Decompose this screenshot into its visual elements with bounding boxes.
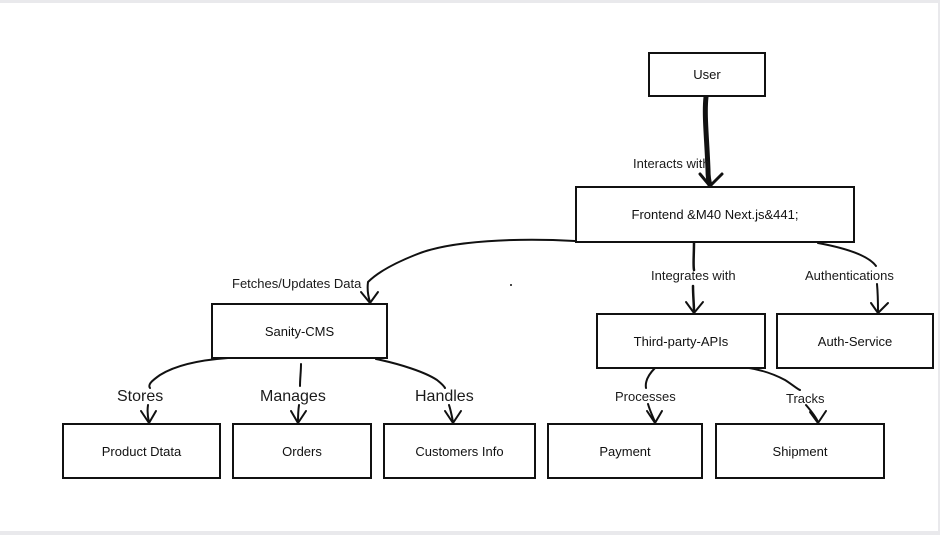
node-shipment: Shipment: [715, 423, 885, 479]
edge-sanity-customers: [375, 358, 454, 423]
arrowhead-thirdparty-payment: [646, 410, 663, 424]
node-frontend: Frontend &M40 Next.js&441;: [575, 186, 855, 243]
stray-dot: [510, 284, 512, 286]
node-auth-service: Auth-Service: [776, 313, 934, 369]
arrowhead-frontend-auth: [870, 302, 889, 314]
node-customers-info-label: Customers Info: [415, 443, 504, 459]
node-payment-label: Payment: [599, 443, 651, 459]
edge-label-authentications: Authentications: [805, 268, 894, 283]
edge-frontend-thirdparty: [691, 240, 696, 314]
edge-label-processes: Processes: [615, 389, 676, 404]
node-orders: Orders: [232, 423, 372, 479]
node-product-data-label: Product Dtata: [101, 443, 182, 459]
edge-user-frontend: [702, 94, 713, 188]
node-shipment-label: Shipment: [772, 443, 828, 459]
node-third-party-apis-label: Third-party-APIs: [633, 333, 729, 349]
node-payment: Payment: [547, 423, 703, 479]
node-user-label: User: [693, 67, 721, 82]
edge-frontend-sanity: [366, 238, 576, 303]
node-frontend-label: Frontend &M40 Next.js&441;: [631, 207, 799, 222]
node-sanity-cms-label: Sanity-CMS: [264, 323, 335, 339]
node-orders-label: Orders: [282, 443, 322, 459]
node-third-party-apis: Third-party-APIs: [596, 313, 766, 369]
edge-label-tracks: Tracks: [786, 391, 825, 406]
edge-sanity-orders: [297, 363, 302, 423]
node-sanity-cms: Sanity-CMS: [211, 303, 388, 359]
edge-label-interacts-with: Interacts with: [633, 156, 710, 171]
edge-frontend-auth: [817, 242, 879, 313]
edge-label-integrates-with: Integrates with: [651, 268, 736, 283]
node-auth-service-label: Auth-Service: [817, 333, 893, 349]
edge-label-stores: Stores: [117, 388, 164, 405]
edge-label-manages: Manages: [260, 388, 326, 405]
node-customers-info: Customers Info: [383, 423, 536, 479]
edge-label-fetches-updates: Fetches/Updates Data: [232, 276, 362, 291]
edge-label-handles: Handles: [415, 388, 474, 405]
node-user: User: [648, 52, 766, 97]
node-product-data: Product Dtata: [62, 423, 221, 479]
